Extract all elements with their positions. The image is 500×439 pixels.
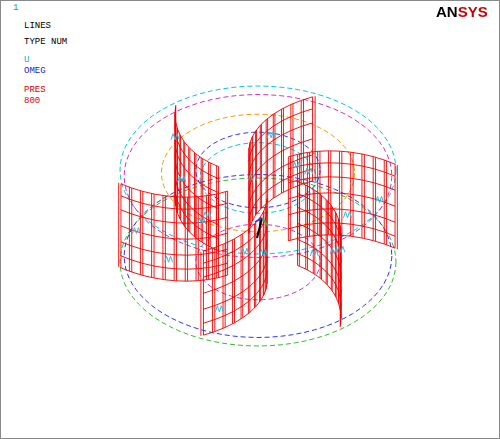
blade-line	[121, 242, 228, 255]
software-logo: ANSYS	[436, 3, 488, 20]
blade-line	[175, 149, 219, 209]
blade-line	[118, 183, 119, 267]
blade-line	[121, 256, 228, 269]
load-symbol	[343, 212, 351, 218]
blade-line	[121, 184, 228, 197]
dashed-circle	[120, 178, 396, 346]
blade-line	[249, 155, 313, 208]
load-symbol	[376, 196, 384, 202]
blade-line	[315, 96, 316, 180]
load-legend: OMEG	[24, 66, 46, 76]
blade-line	[175, 119, 219, 179]
blade-line	[298, 265, 342, 325]
dashed-circle	[124, 95, 392, 258]
blade-line	[298, 223, 342, 283]
load-symbol	[293, 162, 301, 168]
blade-line	[397, 165, 398, 249]
load-symbol	[178, 176, 186, 182]
blade-line	[288, 235, 395, 248]
load-symbol	[259, 250, 267, 256]
blade-line	[175, 133, 219, 193]
window-number: 1	[13, 3, 18, 13]
blade-line	[175, 179, 219, 239]
load-symbol	[203, 212, 211, 218]
axis-line	[255, 218, 262, 222]
load-value: 800	[24, 96, 40, 106]
load-symbol	[305, 168, 313, 174]
load-legend: U	[24, 55, 29, 65]
blade-line	[288, 209, 395, 222]
dashed-circle	[120, 86, 396, 254]
dashed-circle	[161, 114, 354, 232]
plot-type: LINES	[24, 21, 51, 31]
load-symbols	[132, 132, 383, 312]
dashed-circles	[120, 86, 396, 346]
blade-line	[298, 253, 342, 313]
load-symbol	[267, 132, 275, 138]
blade-line	[288, 193, 395, 206]
blade-line	[249, 123, 313, 176]
load-legend: PRES	[24, 85, 46, 95]
blade-line	[298, 239, 342, 299]
blade-line	[288, 163, 395, 176]
load-symbol	[215, 306, 223, 312]
blade-line	[175, 107, 219, 167]
load-symbol	[337, 246, 345, 252]
blade-line	[121, 268, 228, 281]
load-symbol	[310, 250, 318, 256]
blade-wireframe	[119, 96, 398, 336]
blade-line	[121, 226, 228, 239]
blade-line	[288, 151, 395, 164]
blade-line	[288, 177, 395, 190]
load-symbol	[249, 174, 257, 180]
load-symbol	[241, 248, 249, 254]
dashed-circle	[124, 175, 392, 338]
blade-line	[200, 252, 201, 336]
plot-type: TYPE NUM	[24, 37, 67, 47]
load-symbol	[165, 256, 173, 262]
blade-line	[249, 97, 313, 150]
load-symbol	[171, 134, 179, 140]
blade-line	[175, 191, 219, 251]
axis-triad	[255, 218, 268, 238]
load-symbol	[198, 218, 206, 224]
blade-line	[288, 223, 395, 236]
blade-line	[175, 165, 219, 225]
blade-line	[121, 196, 228, 209]
load-symbol	[132, 228, 140, 234]
axis-line	[262, 218, 268, 226]
